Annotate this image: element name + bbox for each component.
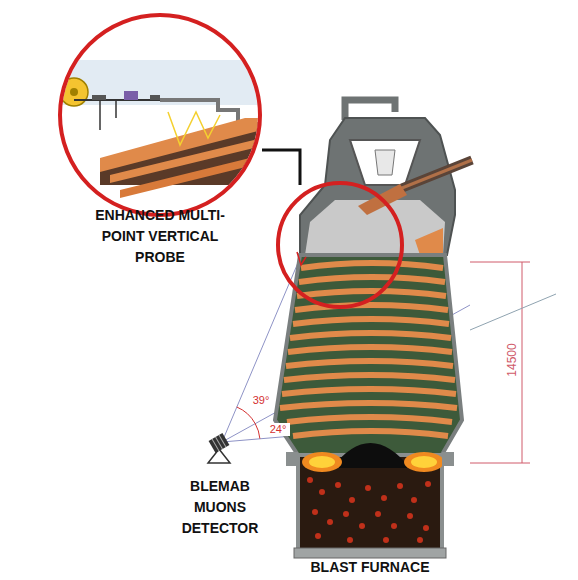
illustration-rect (294, 548, 446, 558)
illustration-circle (423, 525, 429, 531)
illustration-path (350, 140, 420, 185)
illustration-line (470, 262, 530, 263)
illustration-path (255, 424, 260, 439)
illustration-path (237, 407, 255, 424)
detector-symbol (208, 433, 230, 463)
illustration-line (99, 100, 101, 130)
probe-mark (297, 252, 306, 265)
leader-line (470, 294, 556, 330)
furnace-top (300, 100, 472, 255)
illustration-circle (307, 477, 313, 483)
illustration-circle (70, 88, 78, 96)
illustration-circle (349, 497, 355, 503)
illustration-circle (347, 537, 353, 543)
detector-node: BLEMAB MUONS DETECTOR (168, 430, 272, 543)
angle-label: 39° (249, 394, 273, 407)
illustration-circle (407, 513, 413, 519)
probe-inset (58, 13, 262, 217)
illustration-path (293, 431, 448, 436)
illustration-circle (335, 482, 341, 488)
probe-cable (262, 150, 300, 185)
dimension-line (470, 262, 530, 463)
illustration-line (470, 463, 530, 464)
furnace-hearth (286, 443, 454, 558)
illustration-path (275, 255, 462, 458)
illustration-line (522, 262, 523, 463)
dimension-label: 14500 (505, 336, 519, 384)
illustration-circle (327, 519, 333, 525)
illustration-path (375, 150, 395, 175)
illustration-ellipse (309, 456, 335, 468)
illustration-line (219, 435, 226, 447)
highlight-circle (278, 183, 402, 307)
illustration-rect (58, 13, 262, 217)
illustration-path (415, 228, 443, 255)
illustration-ellipse (302, 452, 342, 472)
illustration-path (301, 263, 443, 268)
illustration-rect (209, 433, 230, 453)
illustration-path (290, 333, 451, 338)
illustration-circle (397, 483, 403, 489)
illustration-g (280, 263, 457, 436)
illustration-circle (315, 533, 321, 539)
illustration-path (168, 112, 220, 145)
illustration-line (402, 160, 472, 188)
illustration-circle (319, 489, 325, 495)
illustration-rect (442, 452, 454, 466)
illustration-path (280, 403, 457, 408)
illustration-rect (92, 95, 106, 100)
probe-inset-node: ENHANCED MULTI-POINT VERTICAL PROBE (58, 13, 262, 272)
illustration-circle (383, 537, 389, 543)
illustration-path (332, 443, 410, 468)
illustration-circle (417, 537, 423, 543)
furnace-node: BLAST FURNACE (272, 185, 468, 580)
illustration-g (307, 477, 431, 543)
illustration-path (286, 361, 453, 366)
illustration-path (287, 417, 452, 422)
illustration-circle (411, 497, 417, 503)
angle-label: 24° (266, 423, 290, 436)
illustration-ellipse (411, 456, 437, 468)
illustration-g (209, 433, 230, 453)
illustration-path (295, 305, 448, 310)
illustration-rect (286, 452, 298, 466)
illustration-circle (365, 485, 371, 491)
illustration-path (208, 449, 230, 463)
illustration-ellipse (404, 452, 444, 472)
illustration-circle (359, 523, 365, 529)
illustration-line (402, 160, 472, 188)
illustration-line (115, 100, 117, 118)
illustration-circle (375, 511, 381, 517)
illustration-path (297, 291, 446, 296)
illustration-circle (391, 523, 397, 529)
node-label: BLEMAB MUONS DETECTOR (174, 476, 266, 539)
illustration-circle (425, 481, 431, 487)
illustration-circle (343, 511, 349, 517)
illustration-path (299, 277, 445, 282)
angle-arcs (237, 407, 260, 439)
illustration-circle (381, 495, 387, 501)
node-label: ENHANCED MULTI-POINT VERTICAL PROBE (85, 205, 235, 268)
illustration-path (293, 319, 449, 324)
illustration-rect (124, 91, 138, 100)
inset-ring (60, 15, 260, 215)
illustration-path (284, 375, 455, 380)
node-label: BLAST FURNACE (280, 557, 460, 578)
illustration-circle (312, 509, 318, 515)
illustration-path (288, 347, 452, 352)
illustration-path (282, 389, 456, 394)
illustration-rect (150, 95, 160, 100)
furnace-shaft (275, 255, 462, 458)
